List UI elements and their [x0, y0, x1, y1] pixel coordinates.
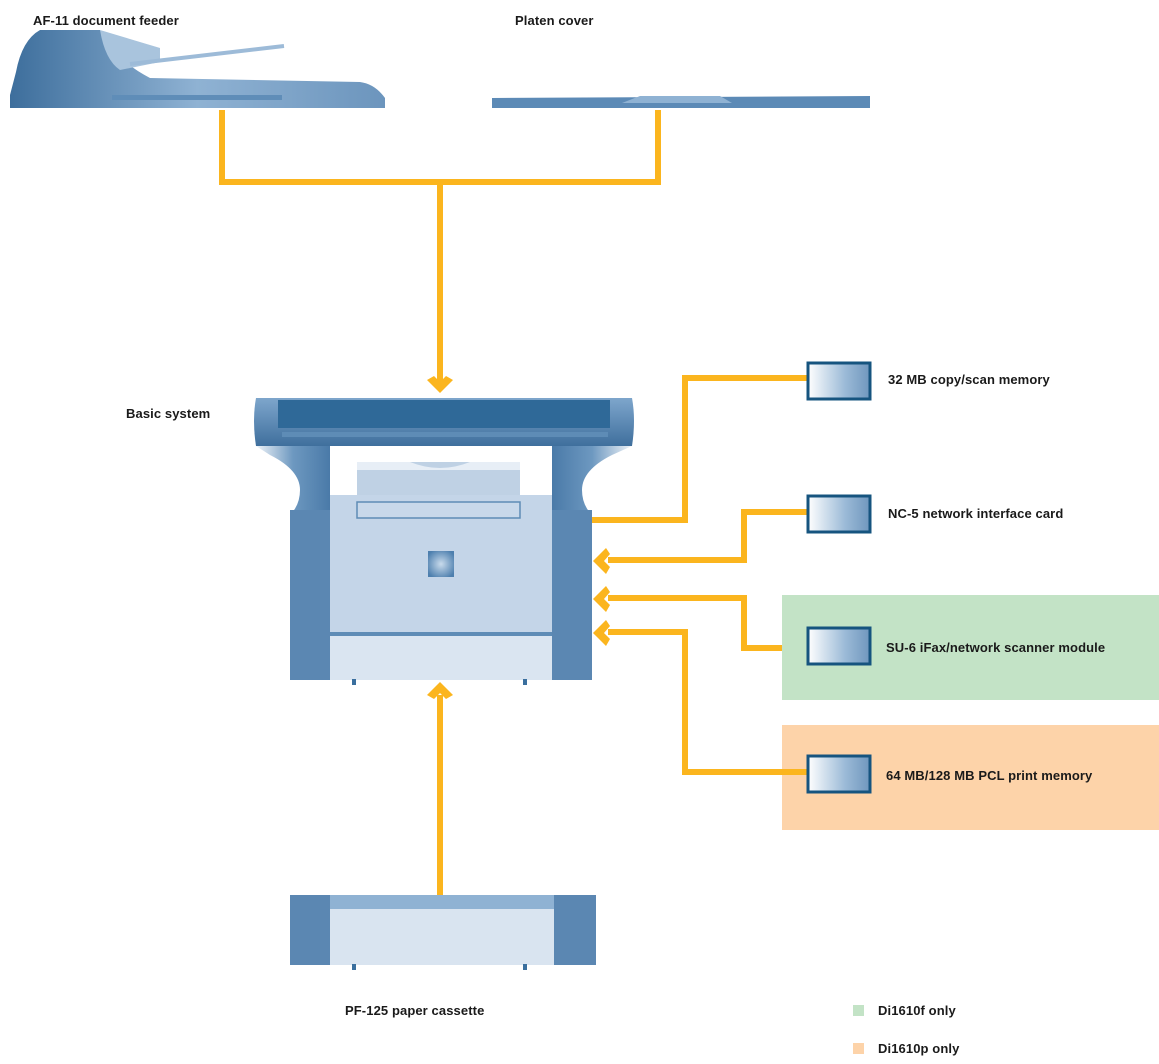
- paper-cassette-illustration: [290, 895, 596, 970]
- platen-cover-illustration: [492, 96, 870, 108]
- connector-su6: [608, 595, 782, 651]
- arrowhead-pcl: [593, 620, 610, 646]
- connector-memory32: [585, 375, 807, 523]
- label-su6: SU-6 iFax/network scanner module: [886, 640, 1106, 655]
- basic-system-illustration: [254, 398, 634, 685]
- label-pcl: 64 MB/128 MB PCL print memory: [886, 768, 1093, 783]
- connector-pcl: [608, 629, 807, 775]
- memory32-card-icon: [806, 361, 872, 401]
- label-nc5: NC-5 network interface card: [888, 506, 1064, 521]
- label-document-feeder: AF-11 document feeder: [33, 13, 179, 28]
- label-paper-cassette: PF-125 paper cassette: [345, 1003, 485, 1018]
- pcl-card-icon: [806, 754, 872, 794]
- legend-swatch-di1610f: [853, 1005, 864, 1016]
- connector-nc5: [608, 509, 807, 563]
- legend-label-di1610p: Di1610p only: [878, 1041, 960, 1056]
- su6-card-icon: [806, 626, 872, 666]
- arrowhead-system-top: [427, 376, 453, 393]
- arrowhead-cassette: [427, 682, 453, 699]
- label-basic-system: Basic system: [126, 406, 211, 421]
- label-memory32: 32 MB copy/scan memory: [888, 372, 1050, 387]
- legend-label-di1610f: Di1610f only: [878, 1003, 956, 1018]
- document-feeder-illustration: [10, 30, 385, 108]
- nc5-card-icon: [806, 494, 872, 534]
- arrowhead-su6: [593, 586, 610, 612]
- connector-lines: [219, 110, 807, 895]
- legend-swatch-di1610p: [853, 1043, 864, 1054]
- label-platen-cover: Platen cover: [515, 13, 594, 28]
- connector-top: [219, 110, 661, 185]
- arrowhead-nc5: [593, 548, 610, 574]
